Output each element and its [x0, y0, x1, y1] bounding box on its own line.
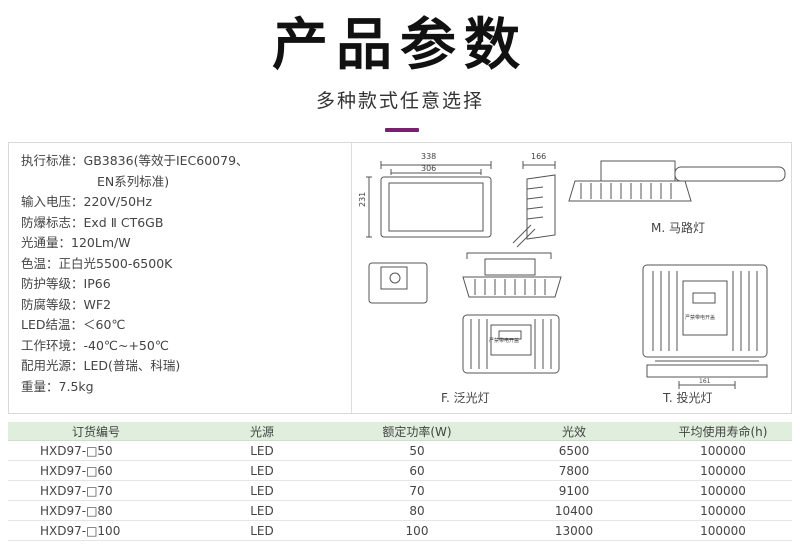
technical-drawings: 338 306 231 166 严禁带电开盖 严禁带电开盖 161 M. 马路灯… — [355, 147, 789, 411]
dim-height: 231 — [358, 192, 367, 207]
table-row: HXD97-□80 LED 80 10400 100000 — [8, 500, 792, 521]
page-title: 产品参数 — [272, 13, 528, 78]
cell-light-source: LED — [184, 500, 340, 521]
page-subtitle: 多种款式任意选择 — [315, 90, 484, 112]
projector-bracket-drawing — [646, 360, 768, 389]
dim-depth: 166 — [531, 152, 546, 161]
cell-order-code: HXD97-□70 — [8, 480, 184, 501]
cell-efficacy: 10400 — [494, 500, 654, 521]
cell-light-source: LED — [184, 520, 340, 541]
cell-lifetime: 100000 — [654, 520, 792, 541]
cell-power: 100 — [340, 520, 494, 541]
spec-line: 光通量：120Lm/W — [21, 235, 131, 250]
dim-bottom: 161 — [699, 378, 711, 385]
cell-power: 70 — [340, 480, 494, 501]
spec-line: 工作环境：-40℃~+50℃ — [21, 337, 169, 353]
order-table: 订货编号 光源 额定功率(W) 光效 平均使用寿命(h) HXD97-□50 L… — [8, 422, 792, 541]
spec-line: 防爆标志：Exd Ⅱ CT6GB — [21, 214, 164, 230]
cell-order-code: HXD97-□60 — [8, 460, 184, 481]
table-row: HXD97-□100 LED 100 13000 100000 — [8, 520, 792, 541]
caption-projector: T. 投光灯 — [663, 391, 713, 405]
spec-line: 防护等级：IP66 — [21, 276, 111, 291]
cell-lifetime: 100000 — [654, 460, 792, 481]
accent-divider — [385, 128, 419, 132]
table-row: HXD97-□60 LED 60 7800 100000 — [8, 460, 792, 481]
cell-order-code: HXD97-□100 — [8, 520, 184, 541]
dim-width-outer: 338 — [421, 152, 436, 161]
cell-lifetime: 100000 — [654, 500, 792, 521]
floodlight-front-drawing — [462, 314, 560, 374]
spec-line: 执行标准：GB3836(等效于IEC60079、 — [21, 153, 249, 168]
caption-floodlight: F. 泛光灯 — [441, 391, 490, 405]
col-header-light-source: 光源 — [184, 422, 340, 441]
table-row: HXD97-□70 LED 70 9100 100000 — [8, 480, 792, 501]
spec-line: EN系列标准) — [97, 173, 170, 189]
front-view-drawing — [366, 161, 492, 238]
floodlight-side-drawing — [462, 252, 562, 298]
spec-list: 执行标准：GB3836(等效于IEC60079、 EN系列标准) 输入电压：22… — [21, 151, 347, 397]
dim-width-inner: 306 — [421, 164, 436, 173]
drawing-canvas: 338 306 231 166 严禁带电开盖 严禁带电开盖 161 — [358, 152, 786, 389]
projector-front-drawing — [642, 264, 768, 358]
cell-power: 60 — [340, 460, 494, 481]
floodlight-plate-text: 严禁带电开盖 — [489, 337, 519, 344]
cell-light-source: LED — [184, 460, 340, 481]
table-row: HXD97-□50 LED 50 6500 100000 — [8, 440, 792, 461]
cell-efficacy: 13000 — [494, 520, 654, 541]
caption-street-light: M. 马路灯 — [651, 221, 705, 235]
cell-order-code: HXD97-□50 — [8, 440, 184, 461]
cell-efficacy: 6500 — [494, 440, 654, 461]
street-light-drawing — [568, 160, 786, 202]
col-header-order-code: 订货编号 — [8, 422, 184, 441]
cell-light-source: LED — [184, 480, 340, 501]
cell-efficacy: 9100 — [494, 480, 654, 501]
col-header-lifetime: 平均使用寿命(h) — [654, 422, 792, 441]
cell-light-source: LED — [184, 440, 340, 461]
side-view-drawing — [512, 161, 556, 248]
spec-line: 配用光源：LED(普瑞、科瑞) — [21, 358, 181, 373]
spec-line: 色温：正白光5500-6500K — [21, 255, 173, 271]
spec-panel: 执行标准：GB3836(等效于IEC60079、 EN系列标准) 输入电压：22… — [8, 142, 792, 414]
cell-lifetime: 100000 — [654, 480, 792, 501]
cell-lifetime: 100000 — [654, 440, 792, 461]
spec-line: 防腐等级：WF2 — [21, 296, 112, 312]
spec-line: LED结温：＜60℃ — [21, 317, 126, 332]
table-header-row: 订货编号 光源 额定功率(W) 光效 平均使用寿命(h) — [8, 422, 792, 441]
cell-power: 50 — [340, 440, 494, 461]
projector-plate-text: 严禁带电开盖 — [685, 314, 715, 321]
mount-side-drawing — [368, 262, 428, 304]
cell-efficacy: 7800 — [494, 460, 654, 481]
spec-line: 重量：7.5kg — [21, 378, 94, 394]
cell-order-code: HXD97-□80 — [8, 500, 184, 521]
col-header-efficacy: 光效 — [494, 422, 654, 441]
spec-line: 输入电压：220V/50Hz — [21, 194, 153, 209]
panel-divider — [351, 143, 352, 413]
col-header-power: 额定功率(W) — [340, 422, 494, 441]
cell-power: 80 — [340, 500, 494, 521]
